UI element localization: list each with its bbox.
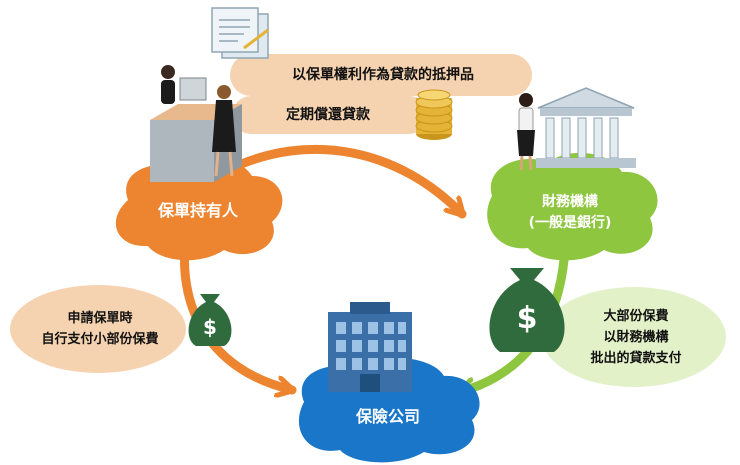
banker-person-icon (517, 93, 535, 171)
policyholder-label: 保單持有人 (128, 190, 268, 230)
bank-building-icon (536, 87, 636, 168)
large-premium-line1: 大部份保費 (603, 308, 669, 324)
policyholder-text: 保單持有人 (157, 200, 238, 220)
financial-institution-label: 財務機構 (一般是銀行) (500, 188, 640, 238)
financial-institution-line1: 財務機構 (542, 194, 598, 210)
collateral-text: 以保單權利作為貸款的抵押品 (292, 66, 474, 83)
svg-text:$: $ (203, 315, 217, 339)
small-premium-bubble (10, 285, 186, 373)
repayment-text: 定期償還貸款 (286, 106, 370, 123)
small-premium-label: 申請保單時 自行支付小部份保費 (16, 306, 184, 352)
office-building-icon (328, 302, 412, 392)
document-icon (211, 7, 269, 59)
svg-text:$: $ (517, 301, 538, 336)
large-premium-line2: 以財務機構 (603, 329, 669, 345)
large-premium-line3: 批出的貸款支付 (590, 350, 682, 366)
repayment-label: 定期償還貸款 (248, 96, 408, 134)
financial-institution-node (487, 152, 658, 261)
money-bag-icon: $ (489, 268, 565, 352)
collateral-pill-bg (230, 54, 532, 96)
people-at-desk-icon (150, 65, 242, 182)
money-bag-icon: $ (188, 294, 232, 346)
small-premium-line2: 自行支付小部份保費 (41, 332, 159, 347)
coin-stack-icon (415, 89, 453, 140)
small-premium-line1: 申請保單時 (67, 311, 133, 326)
repayment-pill-bg (232, 96, 428, 134)
collateral-label: 以保單權利作為貸款的抵押品 (258, 54, 508, 96)
policyholder-node (115, 156, 283, 261)
arrow-policyholder-to-bank (223, 144, 467, 219)
financial-institution-line2: (一般是銀行) (528, 215, 612, 231)
insurance-company-text: 保險公司 (355, 406, 420, 426)
large-premium-bubble (542, 287, 726, 387)
large-premium-label: 大部份保費 以財務機構 批出的貸款支付 (566, 304, 706, 370)
insurance-company-label: 保險公司 (318, 396, 458, 436)
